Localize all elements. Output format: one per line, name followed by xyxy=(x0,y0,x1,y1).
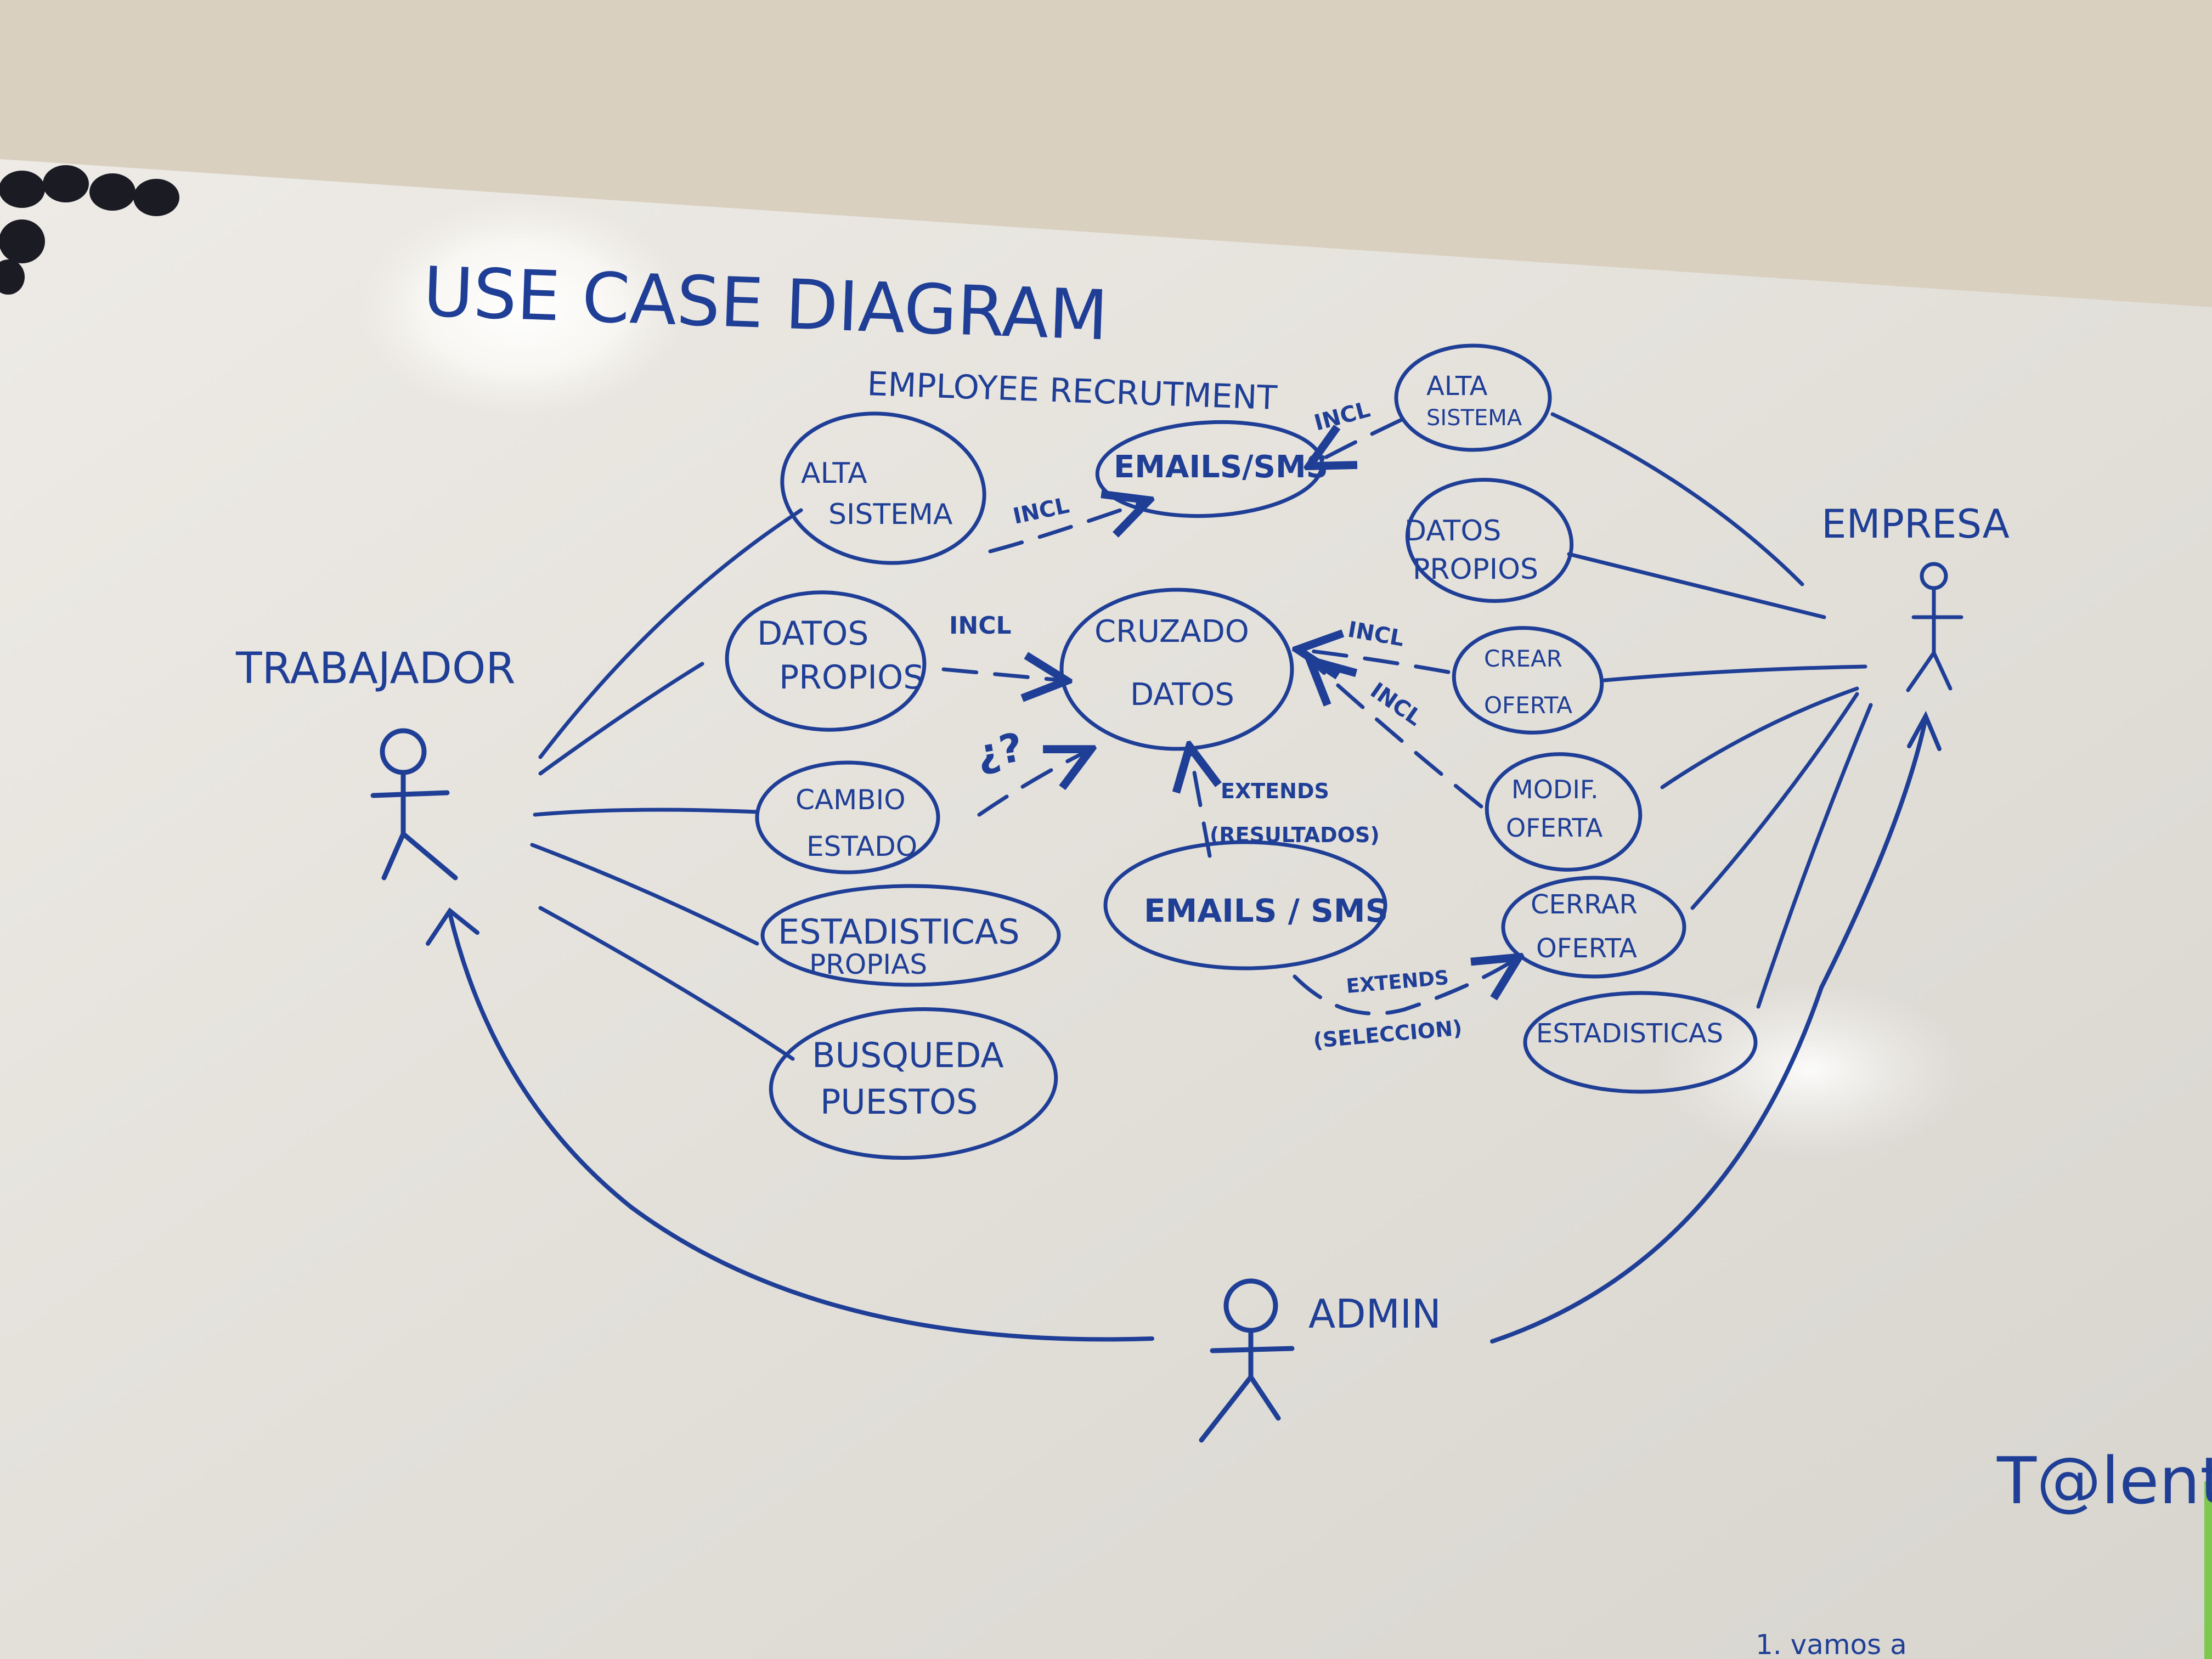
bottom-text: 1. vamos a xyxy=(1756,1629,1907,1659)
uc-busqueda-puestos xyxy=(769,1007,1058,1160)
uc-label: PROPIOS xyxy=(779,658,924,697)
magnet-icon xyxy=(0,259,25,295)
associations-trabajador xyxy=(530,508,803,1061)
uc-label: DATOS xyxy=(1130,677,1234,713)
uc-label: CRUZADO xyxy=(1094,614,1249,650)
actor-label-admin: ADMIN xyxy=(1308,1291,1441,1337)
extends-label: EXTENDS xyxy=(1221,779,1329,803)
actor-label-empresa: EMPRESA xyxy=(1821,501,2010,547)
magnets xyxy=(0,165,179,295)
uc-modif-oferta xyxy=(1485,752,1643,872)
uc-label: DATOS xyxy=(757,614,869,653)
uc-cerrar-oferta xyxy=(1501,876,1686,979)
uc-estadisticas-propias xyxy=(760,884,1061,987)
uc-estadisticas xyxy=(1523,991,1758,1094)
extends-label: (RESULTADOS) xyxy=(1210,823,1380,847)
uc-label: OFERTA xyxy=(1536,933,1637,964)
use-case-ellipses xyxy=(725,343,1758,1160)
uc-label: OFERTA xyxy=(1506,813,1603,843)
board-right-edge xyxy=(2204,1481,2212,1659)
dependency-arrows xyxy=(941,417,1514,1015)
magnet-icon xyxy=(43,165,89,202)
uc-label: BUSQUEDA xyxy=(812,1035,1004,1075)
magnet-icon xyxy=(89,173,136,211)
admin-generalizations xyxy=(426,710,1942,1344)
uc-cambio-estado xyxy=(755,760,940,874)
magnet-icon xyxy=(133,179,179,216)
uc-label: EMAILS/SMS xyxy=(1114,449,1328,485)
uc-label: DATOS xyxy=(1404,515,1501,548)
magnet-icon xyxy=(0,219,45,263)
uc-label: PROPIAS xyxy=(809,949,927,980)
uc-alta-sistema-left xyxy=(780,411,986,565)
actor-trabajador xyxy=(370,728,458,881)
uc-datos-propios-left xyxy=(725,590,927,732)
uc-label: PUESTOS xyxy=(820,1082,978,1122)
uc-datos-propios-right xyxy=(1405,477,1574,603)
uc-label: ALTA xyxy=(1426,371,1488,402)
magnet-icon xyxy=(0,171,45,208)
uc-label: CREAR xyxy=(1484,645,1562,672)
uc-label: ESTADO xyxy=(806,831,917,862)
uc-label: ALTA xyxy=(801,457,867,490)
uc-emails-sms-bottom xyxy=(1103,840,1387,970)
glare-top xyxy=(357,198,686,417)
uc-label: PROPIOS xyxy=(1413,553,1538,586)
incl-label: INCL xyxy=(949,612,1012,640)
uc-alta-sistema-right xyxy=(1394,343,1552,452)
question-label: ¿? xyxy=(973,724,1026,777)
use-case-labels: ALTA SISTEMA EMAILS/SMS ALTA SISTEMA DAT… xyxy=(757,371,1723,1122)
uc-label: ESTADISTICAS xyxy=(1536,1018,1723,1049)
uc-label: OFERTA xyxy=(1484,692,1572,719)
uc-label: SISTEMA xyxy=(1426,405,1522,431)
uc-label: SISTEMA xyxy=(828,498,953,531)
uc-crear-oferta xyxy=(1452,626,1604,735)
actor-admin xyxy=(1199,1278,1295,1443)
actor-empresa xyxy=(1906,562,1963,692)
uc-label: MODIF. xyxy=(1511,775,1599,804)
associations-empresa xyxy=(1550,412,1873,1009)
actor-label-trabajador: TRABAJADOR xyxy=(235,644,516,693)
uc-label: ESTADISTICAS xyxy=(778,912,1020,952)
glare-right xyxy=(1657,982,1964,1158)
uc-label: CAMBIO xyxy=(795,784,906,816)
uc-label: EMAILS / SMS xyxy=(1144,892,1388,929)
uc-label: CERRAR xyxy=(1531,889,1638,920)
corner-text: T@lent xyxy=(1996,1443,2212,1519)
